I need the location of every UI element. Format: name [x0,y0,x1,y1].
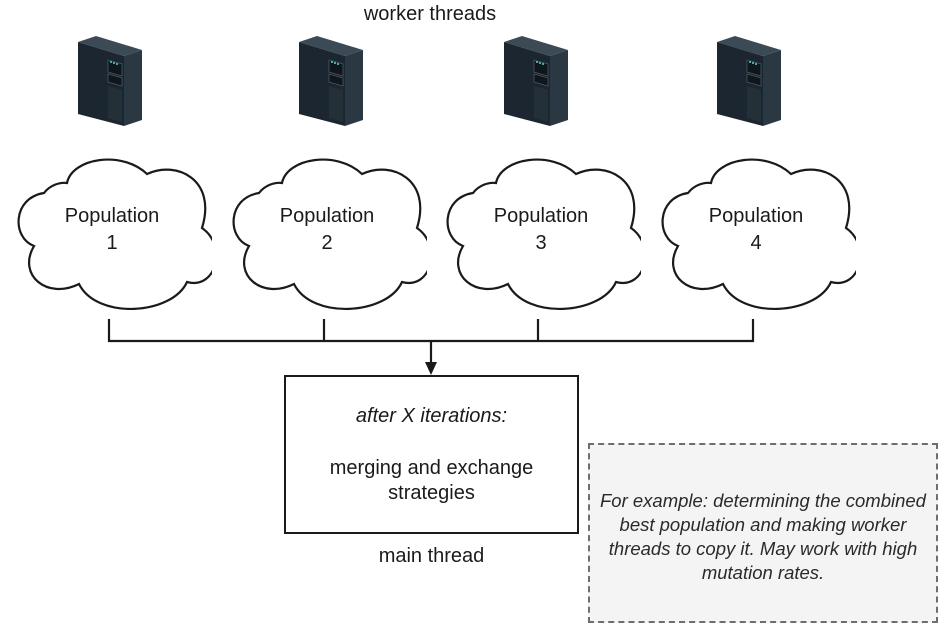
main-thread-label: main thread [378,545,485,567]
server-tower-icon [295,36,367,126]
server-tower-icon [500,36,572,126]
server-tower-icon [74,36,146,126]
iterations-text: after X iterations: [355,405,508,427]
population-cloud: Population 1 [12,150,212,320]
population-name: Population [64,205,160,227]
population-number: 3 [535,232,547,254]
strategy-text-line2: strategies [388,482,475,504]
population-number: 4 [750,232,762,254]
population-cloud: Population 3 [441,150,641,320]
cloud-shape-icon [17,158,212,311]
population-name: Population [708,205,804,227]
arrow-head-icon [425,362,437,375]
cloud-shape-icon [661,158,856,311]
population-cloud: Population 4 [656,150,856,320]
example-note-text: For example: determining the combined be… [600,490,926,583]
population-cloud: Population 2 [227,150,427,320]
population-number: 2 [321,232,333,254]
server-tower-icon [713,36,785,126]
example-note-box: For example: determining the combined be… [588,443,938,623]
cloud-shape-icon [446,158,641,311]
population-name: Population [279,205,375,227]
population-name: Population [493,205,589,227]
strategy-text-line1: merging and exchange [329,457,534,479]
worker-threads-title: worker threads [363,3,497,25]
population-number: 1 [106,232,118,254]
cloud-shape-icon [232,158,427,311]
main-thread-box: after X iterations: merging and exchange… [284,375,579,534]
